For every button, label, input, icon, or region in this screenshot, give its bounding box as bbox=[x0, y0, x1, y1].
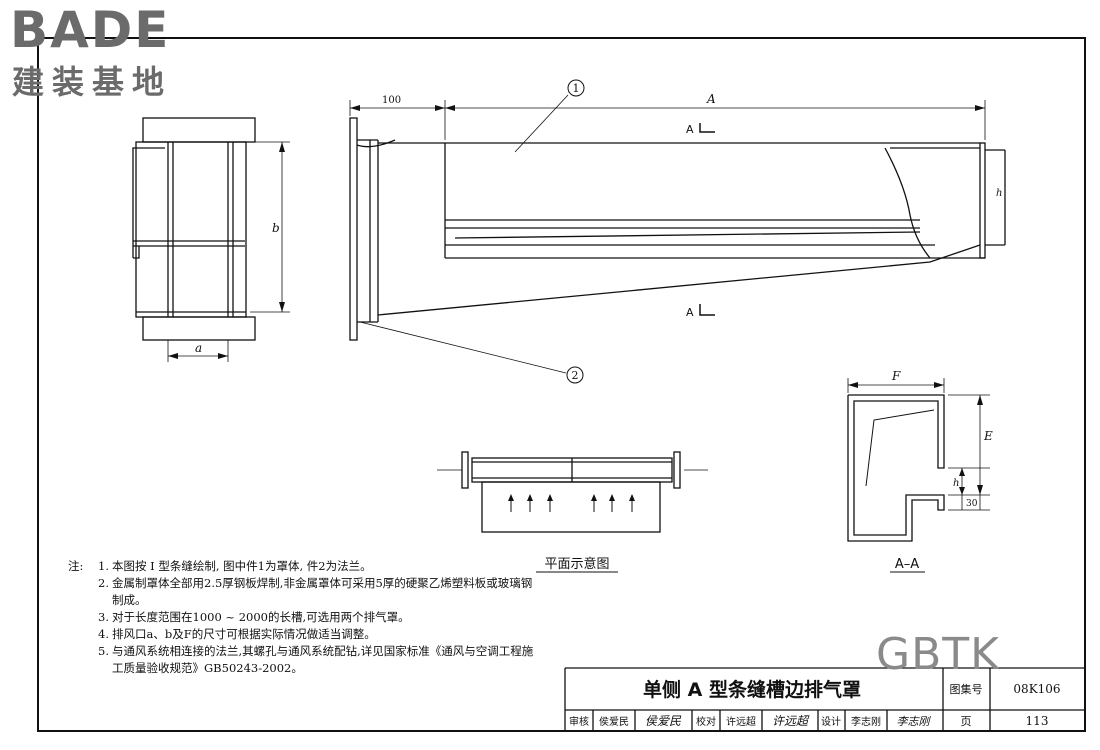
watermark: GBTK bbox=[876, 629, 1001, 680]
dim-width-label: a bbox=[195, 341, 202, 355]
drawing-frame bbox=[37, 37, 1086, 732]
note-number: 1. bbox=[98, 559, 109, 573]
check-signature: 许远超 bbox=[772, 714, 810, 728]
note-item: 4. 排风口a、b及F的尺寸可根据实际情况做适当调整。 bbox=[68, 626, 538, 643]
brand-logo: BADE 建装基地 bbox=[10, 2, 215, 106]
dim-top-width-label: F bbox=[891, 369, 901, 383]
note-text: 金属制罩体全部用2.5厚钢板焊制,非金属罩体可采用5厚的硬聚乙烯塑料板或玻璃钢制… bbox=[112, 576, 533, 607]
page-label: 页 bbox=[961, 715, 972, 728]
review-name: 侯爱民 bbox=[599, 715, 629, 728]
section-marker-bottom: A bbox=[686, 306, 694, 319]
drawing-title: 单侧 A 型条缝槽边排气罩 bbox=[643, 678, 861, 701]
design-signature: 李志刚 bbox=[897, 715, 932, 728]
dim-slot-label: h bbox=[953, 478, 959, 489]
note-item: 3. 对于长度范围在1000 ~ 2000的长槽,可选用两个排气罩。 bbox=[68, 609, 538, 626]
note-text: 本图按 I 型条缝绘制, 图中件1为罩体, 件2为法兰。 bbox=[112, 559, 372, 573]
front-elevation bbox=[349, 79, 1006, 384]
check-label: 校对 bbox=[696, 715, 716, 728]
page-number: 113 bbox=[1026, 714, 1049, 728]
section-marker-top: A bbox=[686, 123, 694, 136]
dim-lip-label: 30 bbox=[966, 499, 978, 509]
review-signature: 侯爱民 bbox=[645, 714, 682, 728]
section-view-title: A–A bbox=[895, 557, 919, 572]
note-item: 注: 1. 本图按 I 型条缝绘制, 图中件1为罩体, 件2为法兰。 bbox=[68, 558, 538, 575]
design-label: 设计 bbox=[821, 715, 841, 728]
note-number: 4. bbox=[98, 627, 109, 641]
note-number: 3. bbox=[98, 610, 109, 624]
plan-view bbox=[437, 451, 708, 573]
note-number: 2. bbox=[98, 576, 109, 590]
plan-view-title: 平面示意图 bbox=[544, 556, 609, 572]
part-2-label: 2 bbox=[572, 369, 579, 382]
note-text: 与通风系统相连接的法兰,其螺孔与通风系统配钻,详见国家标准《通风与空调工程施工质… bbox=[112, 644, 534, 675]
section-a-a bbox=[847, 378, 990, 573]
design-name: 李志刚 bbox=[851, 715, 881, 728]
atlas-number: 08K106 bbox=[1013, 682, 1060, 696]
note-item: 5. 与通风系统相连接的法兰,其螺孔与通风系统配钻,详见国家标准《通风与空调工程… bbox=[68, 643, 538, 677]
dim-depth-label: E bbox=[983, 429, 993, 443]
note-number: 5. bbox=[98, 644, 109, 658]
note-item: 2. 金属制罩体全部用2.5厚钢板焊制,非金属罩体可采用5厚的硬聚乙烯塑料板或玻… bbox=[68, 575, 538, 609]
atlas-number-label: 图集号 bbox=[950, 682, 983, 696]
title-block bbox=[564, 667, 1085, 731]
dim-height-label: b bbox=[272, 221, 280, 235]
dim-slot-side-label: h bbox=[996, 188, 1002, 199]
note-text: 排风口a、b及F的尺寸可根据实际情况做适当调整。 bbox=[112, 627, 376, 641]
side-view bbox=[132, 117, 290, 362]
check-name: 许远超 bbox=[726, 715, 756, 728]
notes-lead: 注: bbox=[68, 559, 84, 573]
dim-flange-offset: 100 bbox=[382, 95, 401, 106]
notes: 注: 1. 本图按 I 型条缝绘制, 图中件1为罩体, 件2为法兰。 2. 金属… bbox=[68, 558, 538, 677]
review-label: 审核 bbox=[569, 715, 589, 728]
brand-logo-en: BADE bbox=[10, 1, 171, 59]
dim-length-label: A bbox=[706, 92, 716, 106]
part-1-label: 1 bbox=[573, 82, 580, 95]
brand-logo-cn: 建装基地 bbox=[12, 63, 173, 101]
note-text: 对于长度范围在1000 ~ 2000的长槽,可选用两个排气罩。 bbox=[112, 610, 410, 624]
